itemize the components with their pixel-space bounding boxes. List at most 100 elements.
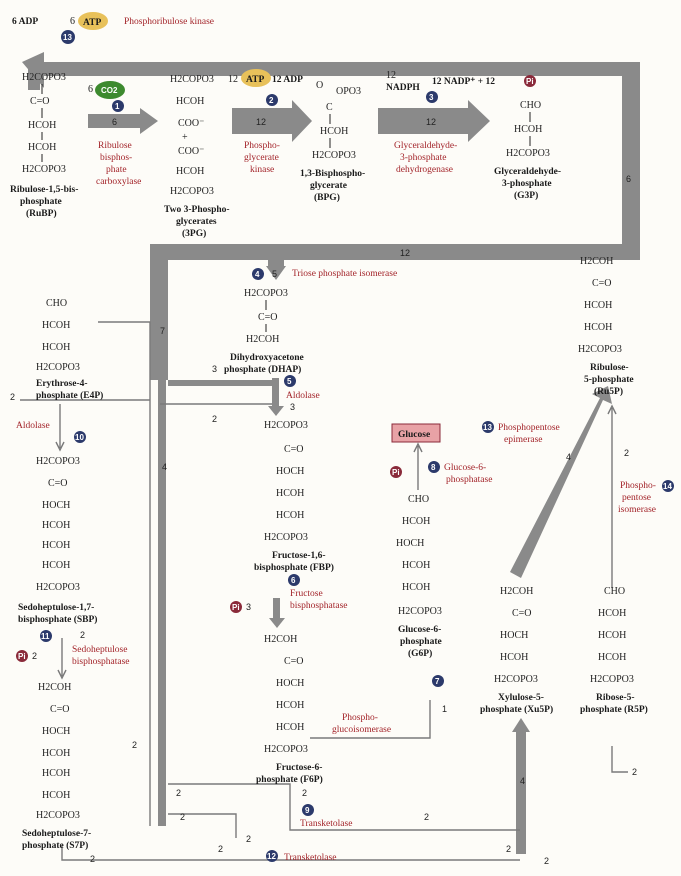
misc-two-4: 2 [246, 834, 251, 844]
step-9-number: 9 [305, 806, 310, 815]
svg-text:HCOH: HCOH [276, 510, 304, 521]
enzyme-pgi-1: Phospho- [342, 713, 378, 723]
line-r5p-bottom [611, 746, 628, 773]
band4b-count: 4 [520, 776, 525, 786]
right-band-count: 6 [626, 174, 631, 184]
step3-nadph-count: 12 [386, 70, 396, 81]
svg-text:HCOH: HCOH [500, 652, 528, 663]
step2-atp-count: 12 [228, 74, 238, 85]
svg-text:CHO: CHO [46, 298, 67, 309]
g3p-name-1: Glyceraldehyde- [494, 167, 561, 177]
step-4-number: 4 [255, 270, 260, 279]
step8-pi: Pi [392, 468, 400, 477]
svg-text:HCOH: HCOH [598, 652, 626, 663]
band-arrow-co2 [88, 108, 158, 134]
dhap-name-2: phosphate (DHAP) [224, 364, 301, 375]
svg-text:CHO: CHO [408, 494, 429, 505]
xu5p-name-1: Xylulose-5- [498, 693, 544, 703]
step-3-number: 3 [429, 93, 434, 102]
line-g6p-glucose [413, 442, 423, 490]
rubp-name-2: phosphate [20, 197, 62, 207]
g6p-name-3: (G6P) [408, 648, 432, 659]
svg-text:H2COPO3: H2COPO3 [36, 362, 80, 373]
g3p-name-2: 3-phosphate [502, 179, 552, 189]
step-5-number: 5 [287, 377, 292, 386]
band4c-count: 4 [162, 462, 167, 472]
ru5p-name-2: 5-phosphate [584, 375, 634, 385]
enzyme-isomerase-1: Phospho- [620, 481, 656, 491]
svg-text:H2COPO3: H2COPO3 [36, 810, 80, 821]
step-10-number: 10 [75, 433, 84, 442]
step7-in: 1 [442, 704, 447, 714]
enzyme-g6pase-1: Glucose-6- [444, 463, 486, 473]
svg-text:HCOH: HCOH [320, 126, 348, 137]
glucose-label: Glucose [398, 430, 430, 440]
svg-text:H2COPO3: H2COPO3 [170, 186, 214, 197]
pg3-name-2: glycerates [176, 217, 217, 227]
e4p-in: 2 [10, 392, 15, 402]
step2-adp: 12 ADP [272, 75, 303, 85]
r5p-name-1: Ribose-5- [596, 693, 635, 703]
svg-text:H2COPO3: H2COPO3 [506, 148, 550, 159]
enzyme-pg-kinase-3: kinase [250, 165, 274, 175]
step9-two-a: 2 [176, 788, 181, 798]
svg-text:C=O: C=O [258, 312, 278, 323]
enzyme-aldolase: Aldolase [286, 391, 320, 401]
enzyme-sbpase-1: Sedoheptulose [72, 645, 127, 655]
co2-label: CO2 [101, 86, 118, 95]
rubp-name-3: (RuBP) [26, 208, 57, 219]
step12-two-a: 2 [218, 844, 223, 854]
step4-band: 5 [272, 269, 277, 279]
fbp-name-2: bisphosphate (FBP) [254, 562, 334, 573]
step3-band: 12 [426, 117, 436, 127]
s7p-name-2: phosphate (S7P) [22, 840, 88, 851]
step2-atp-badge [241, 69, 271, 87]
svg-text:H2COPO3: H2COPO3 [36, 582, 80, 593]
svg-text:HCOH: HCOH [584, 300, 612, 311]
enzyme-transketolase-12: Transketolase [284, 853, 336, 863]
step-11-badge [40, 630, 52, 642]
svg-text:H2COH: H2COH [580, 256, 613, 267]
r5p-structure: CHO HCOH HCOH HCOH H2COPO3 [590, 586, 634, 685]
svg-text:HCOH: HCOH [42, 540, 70, 551]
s7p-name-1: Sedoheptulose-7- [22, 829, 91, 839]
enzyme-epimerase-1: Phosphopentose [498, 423, 560, 433]
enzyme-isomerase-2: pentose [622, 493, 651, 503]
svg-text:HCOH: HCOH [276, 488, 304, 499]
step11-in: 2 [80, 630, 85, 640]
svg-text:HCOH: HCOH [584, 322, 612, 333]
step-2-badge [266, 94, 278, 106]
enzyme-g3p-dh-3: dehydrogenase [396, 165, 453, 175]
band-aldolase-head [268, 406, 284, 416]
step-4-badge [252, 268, 264, 280]
svg-text:C=O: C=O [284, 444, 304, 455]
svg-text:HCOH: HCOH [402, 516, 430, 527]
svg-text:CHO: CHO [520, 100, 541, 111]
enzyme-rubisco-1: Ribulose [98, 141, 132, 151]
g6p-structure: CHO HCOH HOCH HCOH HCOH H2COPO3 [396, 494, 442, 617]
band-arrow-12-kinase [232, 100, 312, 142]
svg-text:HCOH: HCOH [28, 142, 56, 153]
svg-text:H2COPO3: H2COPO3 [36, 456, 80, 467]
svg-text:HOCH: HOCH [396, 538, 424, 549]
g6p-name-1: Glucose-6- [398, 625, 441, 635]
adp-label: 6 ADP [12, 17, 38, 27]
svg-text:H2COPO3: H2COPO3 [244, 288, 288, 299]
step11-pi-count: 2 [32, 651, 37, 661]
line-g6p-iso [310, 700, 431, 739]
band-arrow-down-tpi [266, 266, 286, 280]
step-13b-number: 13 [483, 423, 492, 432]
s7p-structure: H2COH C=O HOCH HCOH HCOH HCOH H2COPO3 [36, 682, 80, 821]
e4p-structure: CHO HCOH HCOH H2COPO3 [36, 298, 80, 373]
band-aldolase-down [272, 378, 279, 408]
pi-badge-step6 [230, 601, 242, 613]
line-r5p-ru5p [607, 404, 617, 588]
enzyme-g3p-dh-1: Glyceraldehyde- [394, 141, 457, 151]
svg-text:HCOH: HCOH [42, 790, 70, 801]
enzyme-isomerase-3: isomerase [618, 505, 656, 515]
dhap-name-1: Dihydroxyacetone [230, 353, 304, 363]
step-13b-badge [482, 421, 494, 433]
svg-text:H2COPO3: H2COPO3 [494, 674, 538, 685]
svg-text:OPO3: OPO3 [336, 86, 361, 97]
band-bottom-xu5p [516, 730, 526, 854]
